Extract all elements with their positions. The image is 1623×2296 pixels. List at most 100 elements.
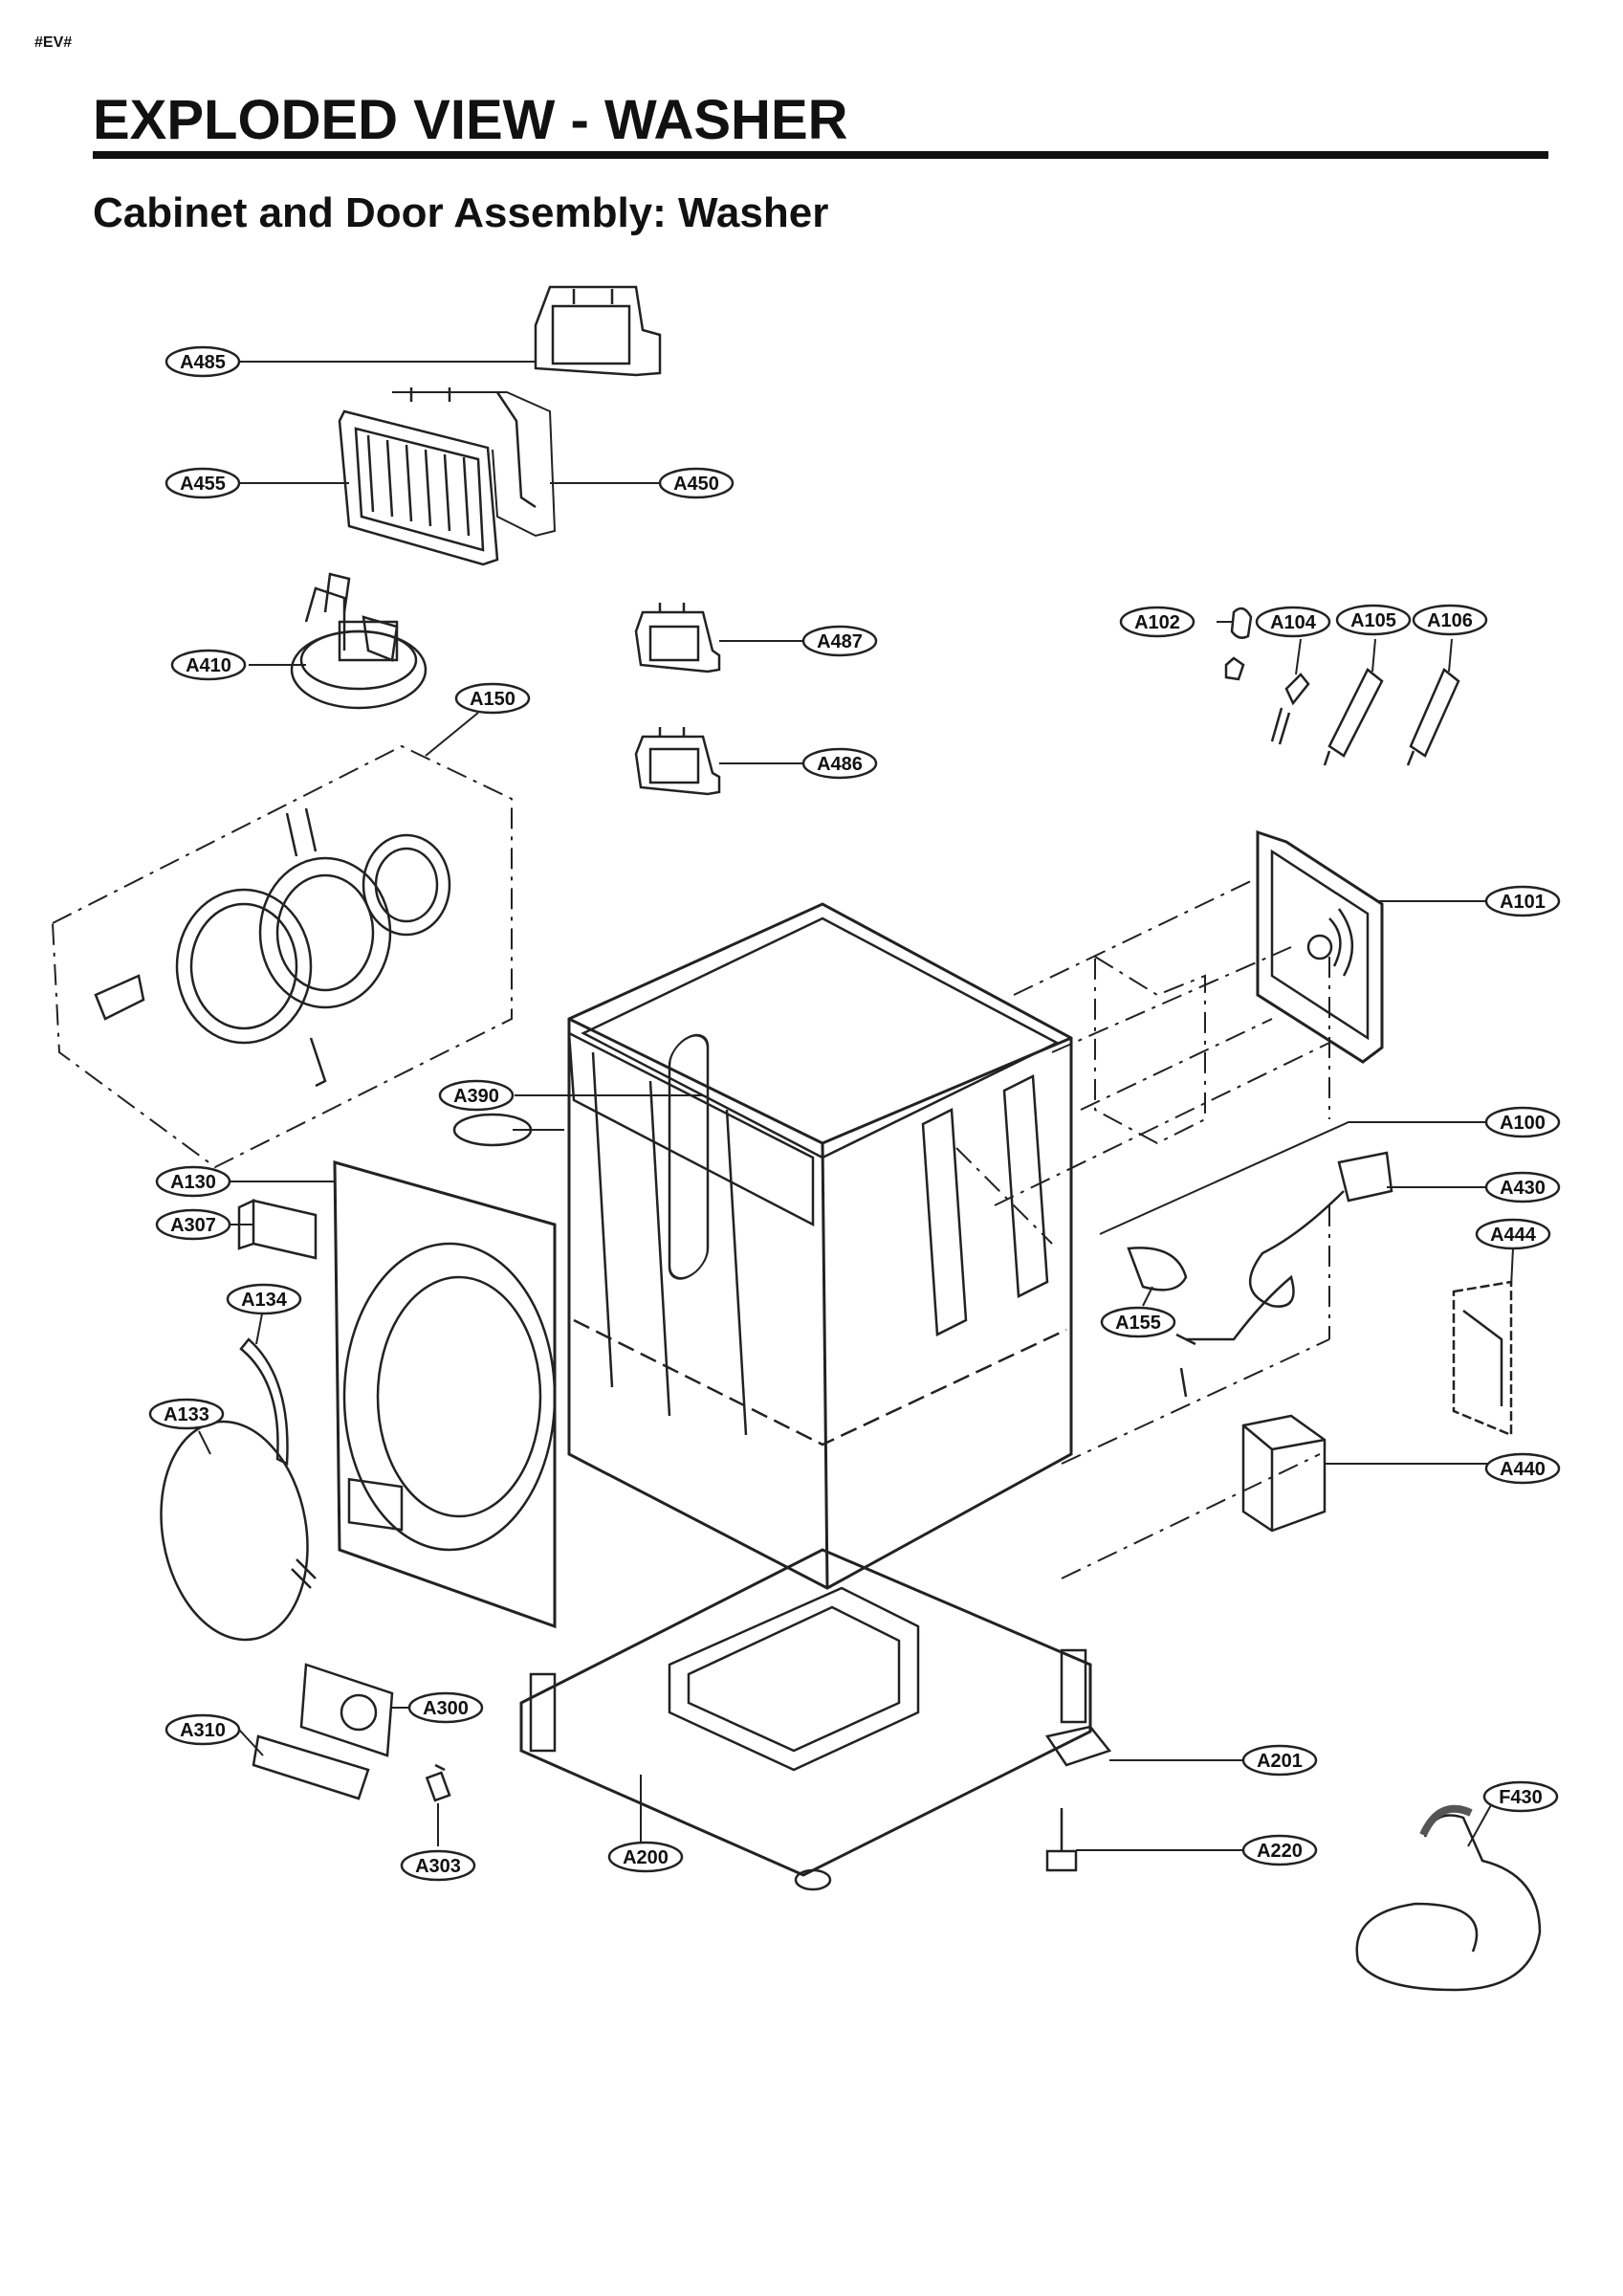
callout-oval bbox=[801, 625, 878, 657]
callout-label: A307 bbox=[170, 1215, 216, 1236]
callout-label: A104 bbox=[1270, 612, 1317, 633]
callout-oval bbox=[155, 1208, 231, 1241]
part-a133 bbox=[160, 1420, 317, 1642]
callout-a430: A430 bbox=[1484, 1171, 1561, 1203]
callout-label: A444 bbox=[1490, 1225, 1537, 1246]
callout-a155: A155 bbox=[1100, 1306, 1176, 1338]
part-a307 bbox=[237, 1199, 318, 1260]
part-a487 bbox=[634, 603, 721, 673]
callout-oval bbox=[1119, 606, 1195, 638]
callout-oval bbox=[438, 1079, 515, 1112]
callout-a134: A134 bbox=[226, 1283, 302, 1315]
part-a155 bbox=[1127, 1247, 1188, 1292]
callout-oval bbox=[607, 1841, 684, 1873]
callout-label: A485 bbox=[180, 352, 226, 373]
callout-label: A130 bbox=[170, 1172, 216, 1193]
page-title: EXPLODED VIEW - WASHER bbox=[93, 89, 848, 151]
callout-label: A133 bbox=[164, 1404, 209, 1425]
callout-label: A102 bbox=[1134, 612, 1180, 633]
callout-f430: F430 bbox=[1482, 1780, 1559, 1813]
callout-oval bbox=[1335, 604, 1412, 636]
part-a444 bbox=[1452, 1280, 1513, 1437]
callout-label: A106 bbox=[1427, 610, 1473, 631]
callout-label: F430 bbox=[1499, 1787, 1543, 1808]
callout-a105: A105 bbox=[1335, 604, 1412, 636]
callout-label: A390 bbox=[453, 1086, 499, 1107]
callout-label: A150 bbox=[470, 689, 515, 710]
callout-a390-blank-oval bbox=[452, 1113, 533, 1147]
part-a410 bbox=[290, 572, 428, 710]
callout-oval bbox=[801, 747, 878, 780]
callout-a220: A220 bbox=[1241, 1834, 1318, 1866]
part-a220 bbox=[1045, 1808, 1078, 1872]
callout-oval bbox=[1475, 1218, 1551, 1250]
callout-a485: A485 bbox=[164, 345, 241, 378]
callout-label: A300 bbox=[423, 1698, 469, 1719]
callout-oval bbox=[1484, 1171, 1561, 1203]
part-a390 bbox=[567, 1030, 815, 1227]
part-cabinet bbox=[567, 902, 1073, 1590]
callout-a440: A440 bbox=[1484, 1452, 1561, 1485]
callout-label: A410 bbox=[186, 655, 231, 676]
callout-a300: A300 bbox=[407, 1691, 484, 1724]
callout-label: A101 bbox=[1500, 892, 1546, 913]
callout-a201: A201 bbox=[1241, 1744, 1318, 1777]
callout-oval bbox=[400, 1849, 476, 1882]
part-a130 bbox=[333, 1160, 557, 1629]
callout-oval bbox=[1100, 1306, 1176, 1338]
part-a101 bbox=[1256, 829, 1384, 1064]
part-a150-region bbox=[51, 744, 513, 1169]
callout-a310: A310 bbox=[164, 1713, 241, 1746]
callout-label: A105 bbox=[1350, 610, 1396, 631]
part-a430 bbox=[1175, 1151, 1393, 1398]
callout-oval bbox=[658, 467, 735, 499]
callout-oval bbox=[226, 1283, 302, 1315]
part-a200 bbox=[519, 1548, 1092, 1891]
callout-a303: A303 bbox=[400, 1849, 476, 1882]
callout-oval bbox=[1482, 1780, 1559, 1813]
callout-oval bbox=[164, 345, 241, 378]
callout-a455: A455 bbox=[164, 467, 241, 499]
part-a485 bbox=[534, 285, 662, 377]
callout-a133: A133 bbox=[148, 1398, 225, 1430]
page-tag: #EV# bbox=[34, 34, 73, 51]
callout-label: A487 bbox=[817, 631, 863, 652]
part-a450 bbox=[392, 387, 557, 538]
leader-lines bbox=[198, 361, 1514, 1851]
callout-oval bbox=[170, 649, 247, 681]
callout-label: A303 bbox=[415, 1856, 461, 1877]
callout-a104: A104 bbox=[1255, 606, 1331, 638]
callout-oval bbox=[454, 682, 531, 715]
dashed-guide-lines bbox=[955, 879, 1330, 1579]
callout-a390: A390 bbox=[438, 1079, 515, 1112]
callout-oval bbox=[1412, 604, 1488, 636]
part-a310 bbox=[252, 1734, 370, 1800]
callout-a100: A100 bbox=[1484, 1106, 1561, 1138]
callout-label: A455 bbox=[180, 474, 226, 495]
callout-a450: A450 bbox=[658, 467, 735, 499]
callout-label: A100 bbox=[1500, 1113, 1546, 1134]
callout-label: A134 bbox=[241, 1290, 288, 1311]
callout-label: A220 bbox=[1257, 1841, 1303, 1862]
callout-label: A155 bbox=[1115, 1313, 1161, 1334]
callout-a150: A150 bbox=[454, 682, 531, 715]
callout-label: A486 bbox=[817, 754, 863, 775]
part-a106 bbox=[1406, 668, 1460, 766]
callout-label: A430 bbox=[1500, 1178, 1546, 1199]
title-rule bbox=[93, 151, 1548, 159]
callout-a307: A307 bbox=[155, 1208, 231, 1241]
page-subtitle: Cabinet and Door Assembly: Washer bbox=[93, 189, 829, 236]
callout-a444: A444 bbox=[1475, 1218, 1551, 1250]
part-a134 bbox=[239, 1337, 289, 1466]
part-a300 bbox=[299, 1663, 394, 1757]
callout-label: A310 bbox=[180, 1720, 226, 1741]
callout-oval bbox=[1484, 1452, 1561, 1485]
callout-oval bbox=[1241, 1744, 1318, 1777]
callout-a486: A486 bbox=[801, 747, 878, 780]
callout-a487: A487 bbox=[801, 625, 878, 657]
callout-oval bbox=[155, 1165, 231, 1198]
callout-oval bbox=[164, 1713, 241, 1746]
callout-oval bbox=[1255, 606, 1331, 638]
